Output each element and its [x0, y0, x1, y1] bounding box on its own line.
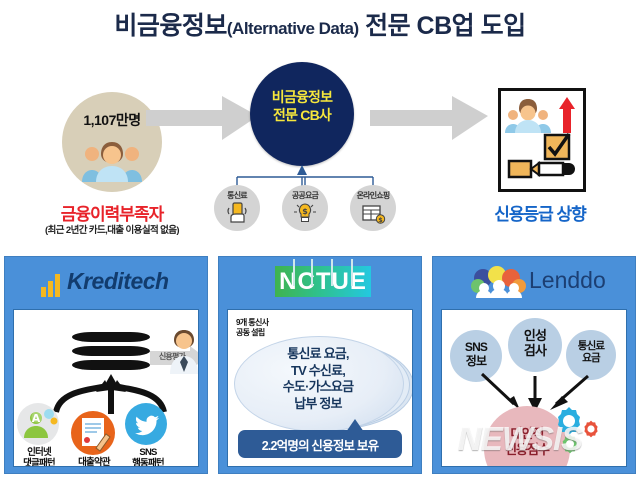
cb-company-circle	[250, 62, 354, 166]
document-sign-icon	[71, 411, 115, 455]
credit-report-contents	[505, 97, 575, 179]
nctue-info-ellipse	[234, 336, 404, 432]
nctue-brand: NCTUE	[279, 267, 367, 295]
evaluation-arrow-label: 신용평가	[158, 352, 186, 361]
svg-text:$: $	[378, 216, 383, 224]
lowfile-count: 1,107만명	[83, 112, 141, 128]
converging-arrows-icon	[53, 374, 167, 414]
comment-person-icon: A	[17, 403, 59, 445]
lenddo-input-label-1: 인성 검사	[523, 328, 547, 358]
panel-nctue: NCTUE 9개 통신사 공동 설립 통신료 요금, TV 수신료, 수도·가스…	[218, 256, 422, 474]
kreditech-item-label-2: SNS 행동패턴	[132, 447, 165, 467]
lenddo-input-circle-1	[508, 318, 562, 372]
banker-person-icon	[170, 330, 198, 374]
kreditech-header: Kreditech	[5, 257, 207, 307]
gear-icon-red	[584, 420, 598, 438]
twitter-bird-icon	[125, 403, 167, 445]
nctue-logo-box	[275, 266, 371, 297]
lenddo-header: Lenddo	[433, 257, 635, 307]
gear-icon-green	[562, 434, 578, 454]
gear-icon-blue	[558, 407, 580, 435]
svg-text:A: A	[32, 412, 41, 425]
cb-company-label: 비금융정보 전문 CB사	[250, 89, 354, 124]
nctue-info-text: 통신료 요금, TV 수신료, 수도·가스요금 납부 정보	[282, 346, 354, 411]
alternative-score-label: 대안적 신용점수	[505, 426, 550, 457]
lenddo-body: SNS 정보 인성 검사 통신료 요금 대안적 신용점수	[441, 309, 627, 467]
source-label-utility: 공공요금	[291, 191, 319, 200]
shop-dollar-icon: $	[362, 205, 386, 224]
banner-tail	[346, 419, 364, 432]
alternative-score-circle	[484, 406, 570, 466]
svg-text:$: $	[302, 207, 308, 216]
lenddo-input-circle-0	[450, 330, 502, 382]
nctue-header: NCTUE	[219, 257, 421, 307]
lenddo-input-label-0: SNS 정보	[464, 340, 488, 368]
lenddo-input-circle-2	[566, 330, 616, 380]
source-label-shopping: 온라인쇼핑	[356, 191, 391, 200]
cloud-people-icon	[471, 266, 526, 298]
kreditech-body: 신용평가 A 인터넷 댓글패턴 대출약	[13, 309, 199, 467]
bar-chart-icon	[41, 274, 60, 297]
flow-diagram-section: 비금융정보(Alternative Data) 전문 CB업 도입 1,107만…	[0, 6, 640, 236]
source-label-telecom: 통신료	[227, 191, 247, 200]
data-stack-icon	[72, 332, 150, 376]
page-title-korean-lead: 비금융정보	[114, 12, 227, 40]
cb-line2: 전문 CB사	[273, 106, 332, 123]
page-title: 비금융정보(Alternative Data) 전문 CB업 도입	[0, 6, 640, 42]
lowfile-label: 금융이력부족자	[60, 205, 164, 224]
kreditech-item-label-1: 대출약관 열람시간	[78, 457, 111, 467]
page-title-english: (Alternative Data)	[226, 19, 359, 38]
lenddo-flow-arrows	[480, 372, 589, 412]
credit-upgrade-label: 신용등급 상향	[494, 205, 587, 224]
panel-lenddo: Lenddo SNS 정보 인성 검사 통신료 요금 대안적 신용점수	[432, 256, 636, 474]
arrow-center-to-right	[370, 96, 488, 140]
kreditech-brand: Kreditech	[67, 268, 169, 294]
mobile-payment-icon	[227, 202, 247, 223]
nctue-banner-text: 2.2억명의 신용정보 보유	[261, 438, 379, 453]
kreditech-item-label-0: 인터넷 댓글패턴	[23, 447, 56, 467]
newsis-watermark: NEWSIS	[458, 420, 583, 457]
lenddo-input-label-2: 통신료 요금	[577, 340, 605, 365]
nctue-banner: 2.2억명의 신용정보 보유	[238, 430, 402, 458]
cb-line1: 비금융정보	[271, 89, 333, 105]
lowfile-sublabel: (최근 2년간 카드,대출 이용실적 없음)	[45, 225, 180, 236]
people-group-icon	[82, 142, 142, 182]
nctue-note: 9개 통신사 공동 설립	[236, 318, 269, 338]
arrow-left-to-center	[146, 96, 258, 140]
lenddo-brand: Lenddo	[529, 267, 606, 293]
panel-kreditech: Kreditech 신용평가	[4, 256, 208, 474]
page-title-korean-tail: 전문 CB업 도입	[358, 12, 526, 40]
nctue-body: 9개 통신사 공동 설립 통신료 요금, TV 수신료, 수도·가스요금 납부 …	[227, 309, 413, 467]
lightbulb-dollar-icon: $	[294, 203, 316, 222]
